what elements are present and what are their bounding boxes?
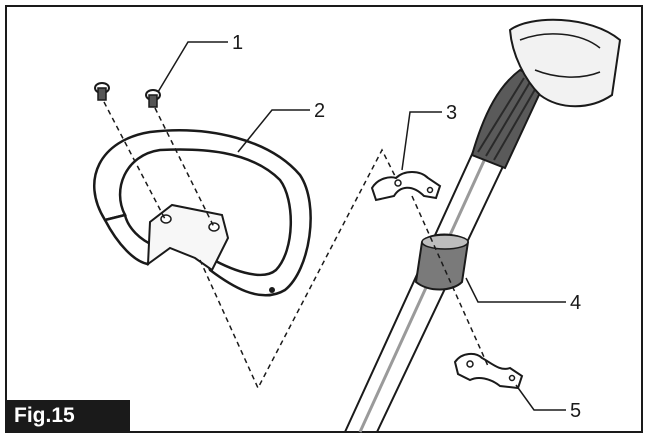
- figure-frame: [5, 5, 643, 433]
- callout-4: 4: [570, 292, 581, 314]
- loop-handle: [93, 129, 312, 297]
- lower-clamp: [453, 352, 524, 390]
- callout-1: 1: [232, 32, 243, 54]
- callout-leaders: [157, 41, 566, 411]
- grip-handle: [470, 18, 622, 170]
- callout-3: 3: [446, 102, 457, 124]
- figure-label: Fig.15: [6, 400, 130, 432]
- assembly-guide-lines: [103, 101, 489, 390]
- callout-2: 2: [314, 100, 325, 122]
- callout-5: 5: [570, 400, 581, 422]
- upper-clamp: [370, 171, 442, 202]
- bolt-left: [94, 82, 110, 101]
- bolt-right: [145, 89, 161, 108]
